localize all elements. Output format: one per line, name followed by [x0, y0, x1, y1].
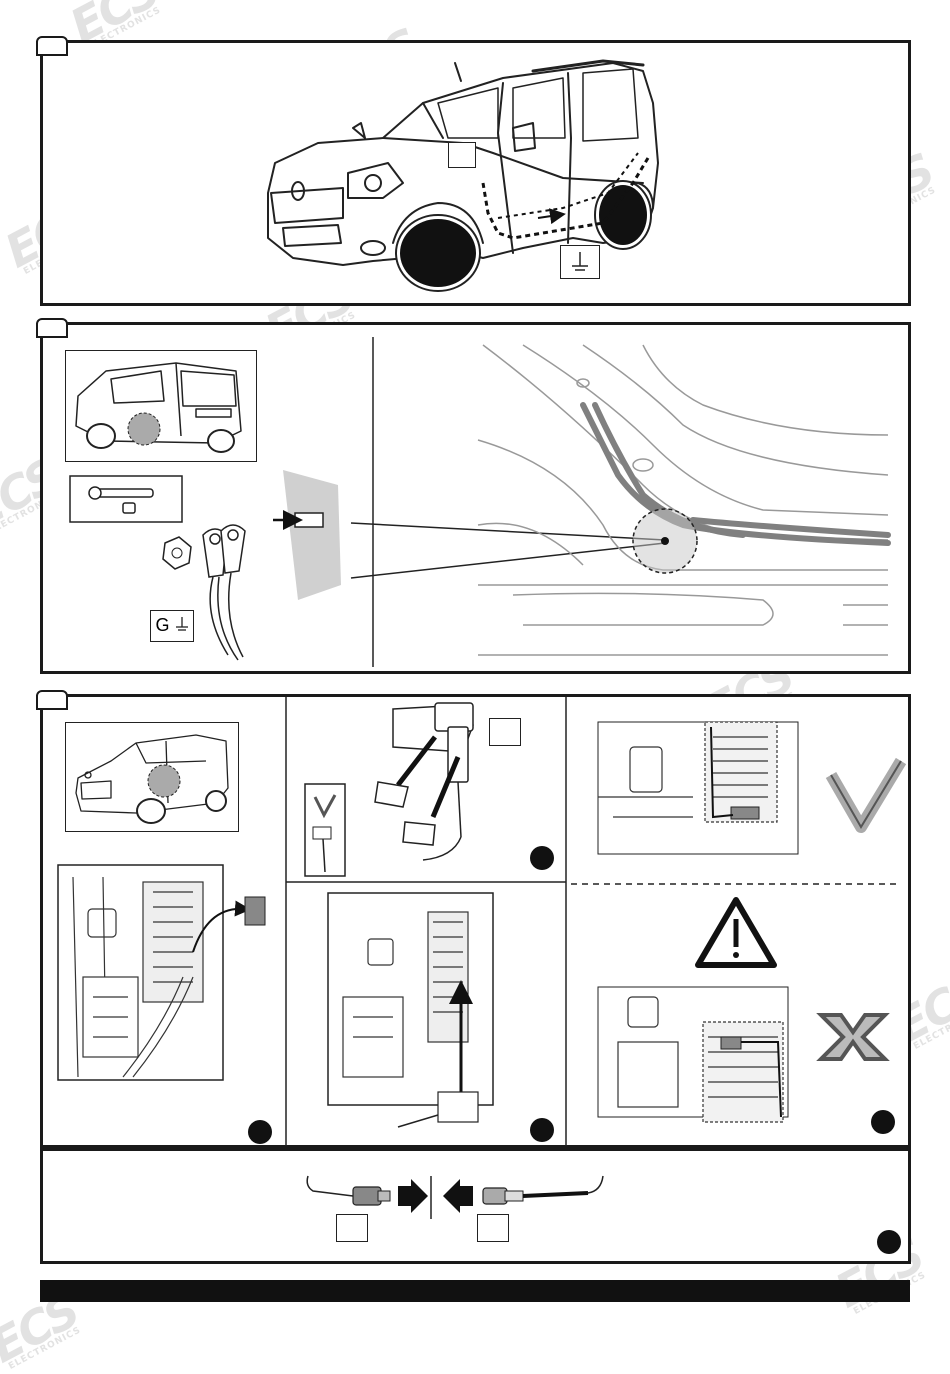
step-dot	[248, 1120, 272, 1144]
panel-connector	[40, 1148, 911, 1264]
ground-point-box	[560, 245, 600, 279]
connector-illustration	[306, 1175, 604, 1219]
step-dot	[530, 1118, 554, 1142]
step-label-box	[448, 142, 476, 168]
step-dot	[877, 1230, 901, 1254]
footer-bar	[40, 1280, 910, 1302]
van-front-illustration	[267, 59, 659, 292]
cross-mark-icon	[816, 1013, 890, 1061]
ground-symbol-icon	[572, 252, 588, 271]
panel-tab-3	[36, 690, 68, 710]
check-mark-icon	[313, 794, 337, 819]
fuse-tap-label-box	[489, 718, 521, 746]
ground-label-text: G	[155, 615, 170, 635]
connector-label-box	[477, 1214, 509, 1242]
van-rear-illustration	[75, 362, 242, 453]
connector-label-box	[336, 1214, 368, 1242]
panel-tab-2	[36, 318, 68, 338]
van-front-thumbnail	[65, 722, 239, 832]
panel-fuse-installation	[40, 694, 911, 1148]
step-dot	[871, 1110, 895, 1134]
ground-label: G	[150, 610, 194, 642]
arrow-right-icon	[398, 1179, 428, 1213]
panel-tab-1	[36, 36, 68, 56]
panel-vehicle-overview	[40, 40, 911, 306]
arrow-left-icon	[443, 1179, 473, 1213]
ground-symbol-icon	[175, 617, 188, 631]
van-front-small-illustration	[75, 734, 229, 824]
van-rear-thumbnail	[65, 350, 257, 462]
step-dot	[530, 846, 554, 870]
ground-connection-illustration	[69, 337, 891, 667]
fuse-installation-illustration	[57, 697, 907, 1146]
